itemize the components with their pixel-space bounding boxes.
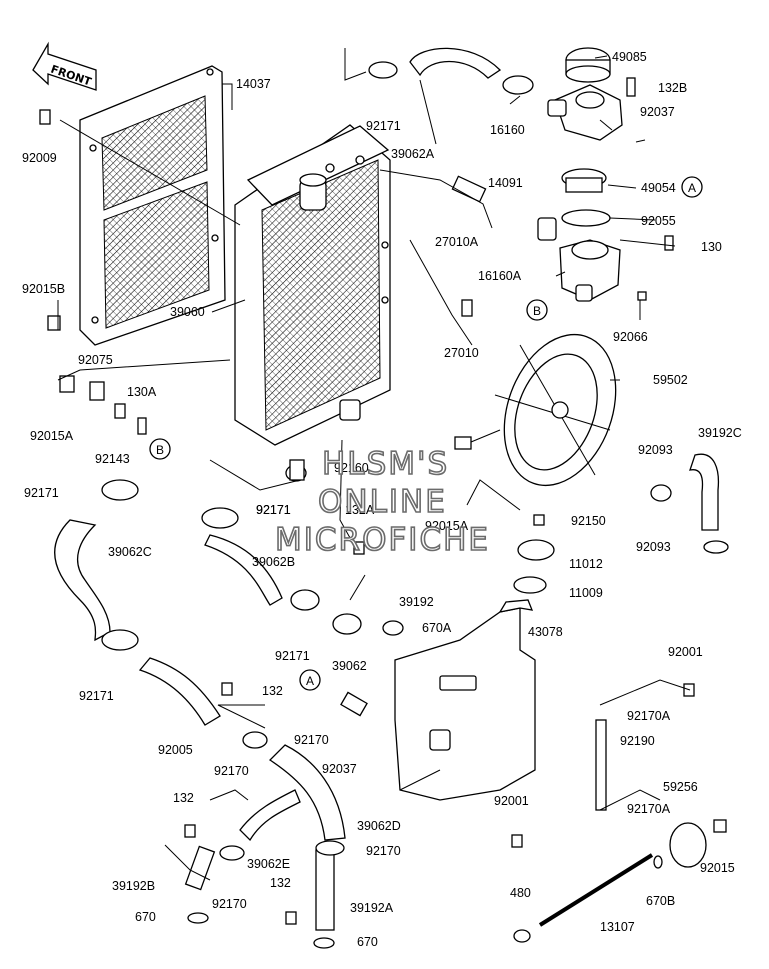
part-label: 670A [422,621,452,635]
part-label: 92171 [275,649,310,663]
thermostat-housing [547,47,623,302]
part-label: 92171 [24,486,59,500]
part-label: 92015A [425,519,469,533]
radiator-core [234,124,391,446]
part-label: 39062B [252,555,295,569]
part-label: 49054 [641,181,676,195]
part-label: 670 [357,935,378,949]
part-label: 670B [646,894,675,908]
radiator-shroud [79,65,226,346]
part-label: 92171 [256,503,291,517]
part-label: 92150 [571,514,606,528]
part-label: 92170A [627,802,671,816]
part-label: 92170 [366,844,401,858]
part-label: 39192A [350,901,394,915]
part-label: 39062C [108,545,152,559]
part-label: 39062A [391,147,435,161]
hoses [54,47,720,931]
part-label: 132 [262,684,283,698]
part-label: 49085 [612,50,647,64]
part-label: 39062D [357,819,401,833]
part-label: 13107 [600,920,635,934]
part-label: 14091 [488,176,523,190]
part-label: 92015 [700,861,735,875]
ref-a-2: A [306,674,314,688]
part-labels: 14037 92009 92015B 39060 92075 130A 9201… [22,50,742,949]
part-label: 11012 [569,557,603,571]
part-label: 92170 [294,733,329,747]
part-label: 39062E [247,857,290,871]
part-label: 59502 [653,373,688,387]
part-label: 92066 [613,330,648,344]
part-label: 132B [658,81,687,95]
clamps [101,61,729,949]
part-label: 92170A [627,709,671,723]
part-label: 132 [270,876,291,890]
part-label: 14037 [236,77,271,91]
part-label: 16160A [478,269,522,283]
part-label: 480 [510,886,531,900]
part-label: 11009 [569,586,603,600]
part-label: 92001 [494,794,529,808]
part-label: 92093 [636,540,671,554]
part-label: 92170 [212,897,247,911]
part-label: 27010 [444,346,479,360]
part-label: 92009 [22,151,57,165]
ref-a-1: A [688,181,696,195]
front-arrow: FRONT [32,41,97,91]
part-label: 92171 [256,503,291,517]
part-label: 92160 [334,461,369,475]
part-label: 16160 [490,123,525,137]
part-label: 27010A [435,235,479,249]
reference-markers: A B A B [149,176,703,691]
bolts [39,77,727,925]
watermark: HLSM'S ONLINE MICROFICHE [274,445,490,559]
fan-assembly [454,333,617,487]
part-label: 92015B [22,282,65,296]
shaft [538,853,654,927]
watermark-line-1: HLSM'S [322,446,449,482]
part-label: 92001 [668,645,703,659]
part-label: 132 [173,791,194,805]
part-label: 92190 [620,734,655,748]
part-label: 39062 [332,659,367,673]
part-label: 43078 [528,625,563,639]
part-label: 59256 [663,780,698,794]
part-label: 39060 [170,305,205,319]
part-label: 92037 [322,762,357,776]
part-label: 92171 [366,119,401,133]
part-label: 39192 [399,595,434,609]
leader-lines [57,48,691,881]
part-label: 132A [345,503,375,517]
part-label: 92143 [95,452,130,466]
part-label: 92075 [78,353,113,367]
ref-b-2: B [156,443,164,457]
part-label: 670 [135,910,156,924]
part-label: 39192B [112,879,155,893]
watermark-line-3: MICROFICHE [275,522,490,558]
part-label: 92170 [214,764,249,778]
ref-b-1: B [533,304,541,318]
part-label: 130 [701,240,722,254]
part-label: 92005 [158,743,193,757]
part-label: 130A [127,385,157,399]
coolant-reservoir [394,599,536,801]
part-label: 92093 [638,443,673,457]
part-label: 92015A [30,429,74,443]
part-label: 92171 [79,689,114,703]
part-label: 92055 [641,214,676,228]
part-label: 39192C [698,426,742,440]
watermark-line-2: ONLINE [318,484,447,520]
part-label: 92037 [640,105,675,119]
